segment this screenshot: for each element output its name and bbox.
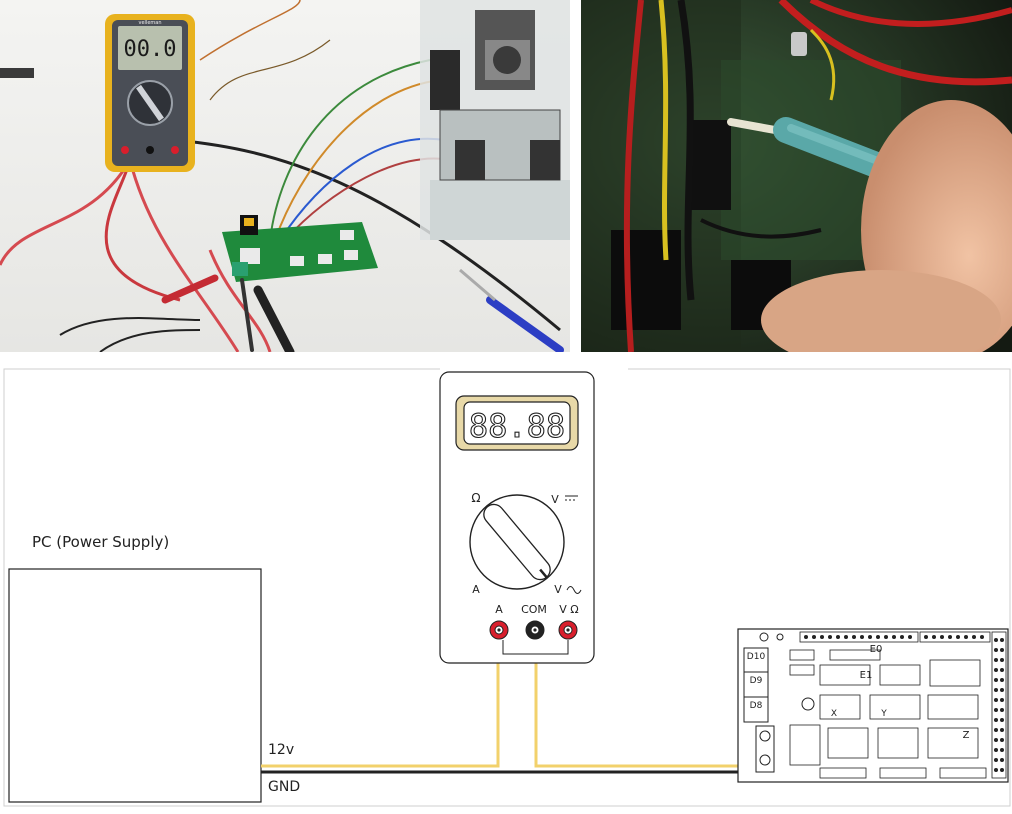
power-supply-box — [8, 568, 262, 803]
jack-a[interactable] — [489, 620, 509, 640]
wiring-schematic: 88.88 Ω V A V A COM V Ω — [3, 368, 1011, 807]
photo-bench-setup: 00.0 velleman — [0, 0, 570, 352]
photo-probe-closeup — [581, 0, 1012, 352]
bench-photo-illustration: 00.0 velleman — [0, 0, 570, 352]
wire-com-to-board — [534, 630, 740, 768]
dial-label-vdc: V — [551, 493, 559, 506]
jack-label-com: COM — [521, 603, 547, 616]
jack-vohm[interactable] — [558, 620, 578, 640]
dc-symbol-icon — [565, 495, 578, 501]
schematic-frame — [3, 368, 1011, 807]
board-label-y: Y — [880, 709, 887, 719]
board-label-d10: D10 — [747, 652, 766, 662]
closeup-photo-illustration — [581, 0, 1012, 352]
bench-meter-brand: velleman — [139, 20, 162, 26]
dial-label-amp: A — [472, 583, 480, 596]
schematic-multimeter: 88.88 Ω V A V A COM V Ω — [439, 371, 595, 664]
board-label-e0: E0 — [870, 644, 883, 655]
dial-label-vac: V — [554, 583, 562, 596]
bench-multimeter: 00.0 velleman — [105, 14, 195, 172]
power-supply-label: PC (Power Supply) — [32, 533, 170, 551]
board-label-z: Z — [963, 730, 970, 741]
wire-12v-label: 12v — [268, 742, 295, 758]
bench-controller-board — [222, 215, 378, 282]
wire-gnd-label: GND — [268, 779, 301, 795]
board-label-d8: D8 — [750, 701, 763, 711]
bench-meter-reading: 00.0 — [124, 37, 177, 62]
dial-label-ohm: Ω — [471, 491, 480, 505]
jack-com[interactable] — [525, 620, 545, 640]
board-pin-rows — [804, 635, 1004, 772]
board-label-e1: E1 — [860, 670, 873, 681]
board-label-d9: D9 — [750, 676, 763, 686]
wire-12v-to-a-jack — [261, 630, 500, 768]
board-label-x: X — [831, 709, 837, 719]
jack-label-a: A — [495, 603, 503, 616]
meter-display-digits: 88.88 — [469, 407, 565, 445]
controller-board-diagram: D10 D9 D8 E0 E1 — [737, 628, 1009, 783]
ac-symbol-icon — [566, 586, 582, 594]
jack-label-vohm: V Ω — [559, 603, 578, 616]
bench-printer-frame — [420, 0, 570, 240]
